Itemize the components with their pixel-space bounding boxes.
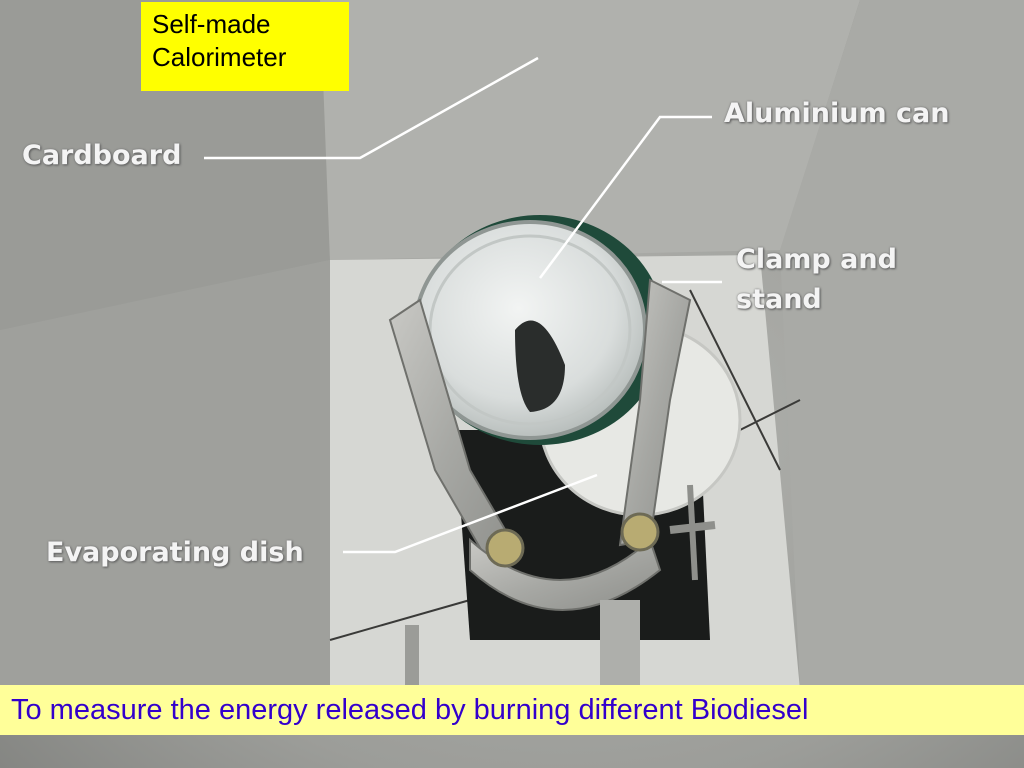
label-aluminium-can: Aluminium can (724, 98, 950, 129)
label-cardboard: Cardboard (22, 140, 182, 171)
label-clamp-line-1: Clamp and (736, 244, 897, 275)
label-clamp-line-2: stand (736, 284, 822, 315)
title-box: Self-made Calorimeter (141, 2, 349, 91)
caption-bar: To measure the energy released by burnin… (0, 685, 1024, 735)
title-line-1: Self-made (152, 9, 271, 39)
title-line-2: Calorimeter (152, 42, 287, 72)
label-evaporating-dish: Evaporating dish (46, 537, 304, 568)
